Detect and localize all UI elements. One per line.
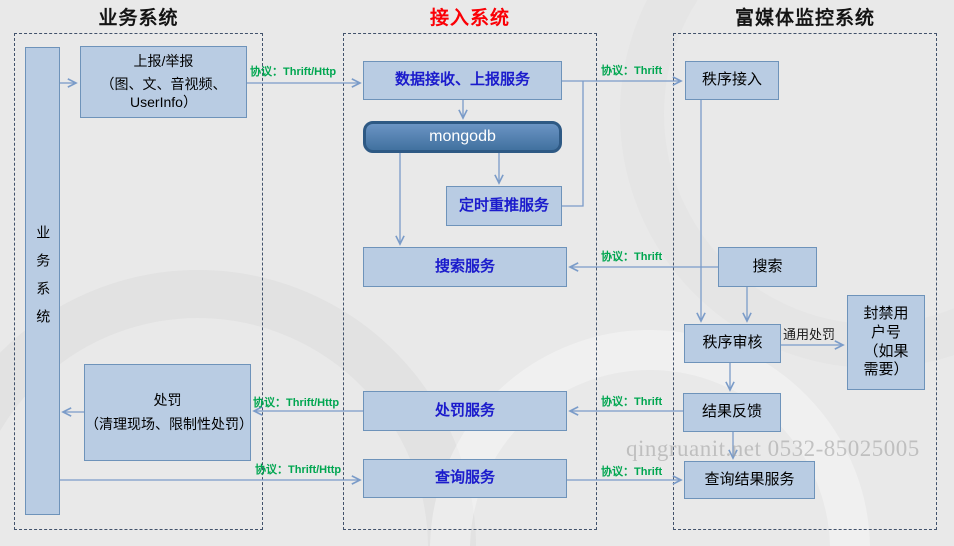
data-receive-service-node: 数据接收、上报服务 — [363, 61, 562, 100]
punish-node-sub: （清理现场、限制性处罚） — [85, 415, 253, 432]
report-node-title: 上报/举报 — [133, 52, 194, 69]
protocol-label-feedback-to-punish-service: 协议：Thrift — [601, 396, 663, 408]
general-punish-label: 通用处罚 — [783, 327, 836, 342]
punish-node-title: 处罚 — [153, 392, 182, 408]
scheduled-repush-service-node: 定时重推服务 — [446, 186, 562, 226]
result-feedback-node: 结果反馈 — [683, 393, 781, 432]
report-node-sub: （图、文、音视频、UserInfo） — [100, 76, 227, 110]
order-access-node: 秩序接入 — [685, 61, 779, 100]
monitor-system-column-frame — [673, 33, 937, 530]
ban-user-node: 封禁用户号（如果需要） — [847, 295, 925, 390]
access-system-title: 接入系统 — [429, 8, 510, 29]
punish-service-node: 处罚服务 — [363, 391, 567, 431]
protocol-label-punish-service-to-punish: 协议：Thrift/Http — [253, 397, 340, 409]
report-node: 上报/举报 （图、文、音视频、UserInfo） — [80, 46, 247, 118]
protocol-label-receive-to-order-access: 协议：Thrift — [601, 65, 663, 77]
search-node: 搜索 — [718, 247, 817, 287]
access-system-column-frame — [343, 33, 597, 530]
query-result-service-node: 查询结果服务 — [684, 461, 815, 499]
query-service-node: 查询服务 — [363, 459, 567, 498]
edge-repush-elbow — [562, 81, 584, 207]
site-watermark-text: qingruanit.net 0532-85025005 — [626, 436, 920, 461]
business-system-bar: 业务系统 — [25, 47, 60, 515]
protocol-label-query-to-query-result: 协议：Thrift — [601, 466, 663, 478]
business-system-column-frame — [14, 33, 263, 530]
protocol-label-search-to-search-service: 协议：Thrift — [601, 251, 663, 263]
punish-node: 处罚 （清理现场、限制性处罚） — [84, 364, 253, 461]
monitor-system-title: 富媒体监控系统 — [734, 8, 875, 29]
protocol-label-bar-to-query-service: 协议：Thrift/Http — [255, 464, 342, 476]
search-service-node: 搜索服务 — [363, 247, 567, 287]
order-review-node: 秩序审核 — [684, 324, 781, 363]
protocol-label-report-to-receive: 协议：Thrift/Http — [250, 66, 337, 78]
mongodb-node: mongodb — [363, 121, 562, 153]
business-system-title: 业务系统 — [98, 8, 179, 29]
